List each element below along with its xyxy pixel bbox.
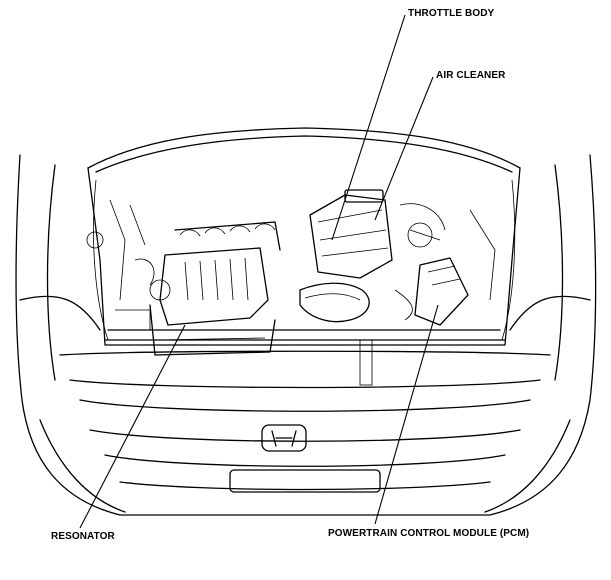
engine-bay-rim xyxy=(87,167,521,346)
resonator-label: RESONATOR xyxy=(51,531,115,542)
air-cleaner-assembly xyxy=(299,189,393,323)
pcm-label: POWERTRAIN CONTROL MODULE (PCM) xyxy=(328,528,530,539)
front-fascia xyxy=(39,350,571,513)
throttle-body-label: THROTTLE BODY xyxy=(408,8,495,19)
pcm-unit xyxy=(414,257,469,326)
hood-outline xyxy=(87,127,521,173)
body-outline xyxy=(15,154,597,516)
honda-emblem xyxy=(261,424,307,452)
radiator-support xyxy=(104,329,506,386)
leader-lines xyxy=(79,14,439,529)
air-cleaner-label: AIR CLEANER xyxy=(436,70,506,81)
engine-cover xyxy=(159,221,281,326)
engine-detail-left xyxy=(86,199,171,330)
resonator xyxy=(149,304,276,356)
engine-detail-right xyxy=(394,203,496,321)
